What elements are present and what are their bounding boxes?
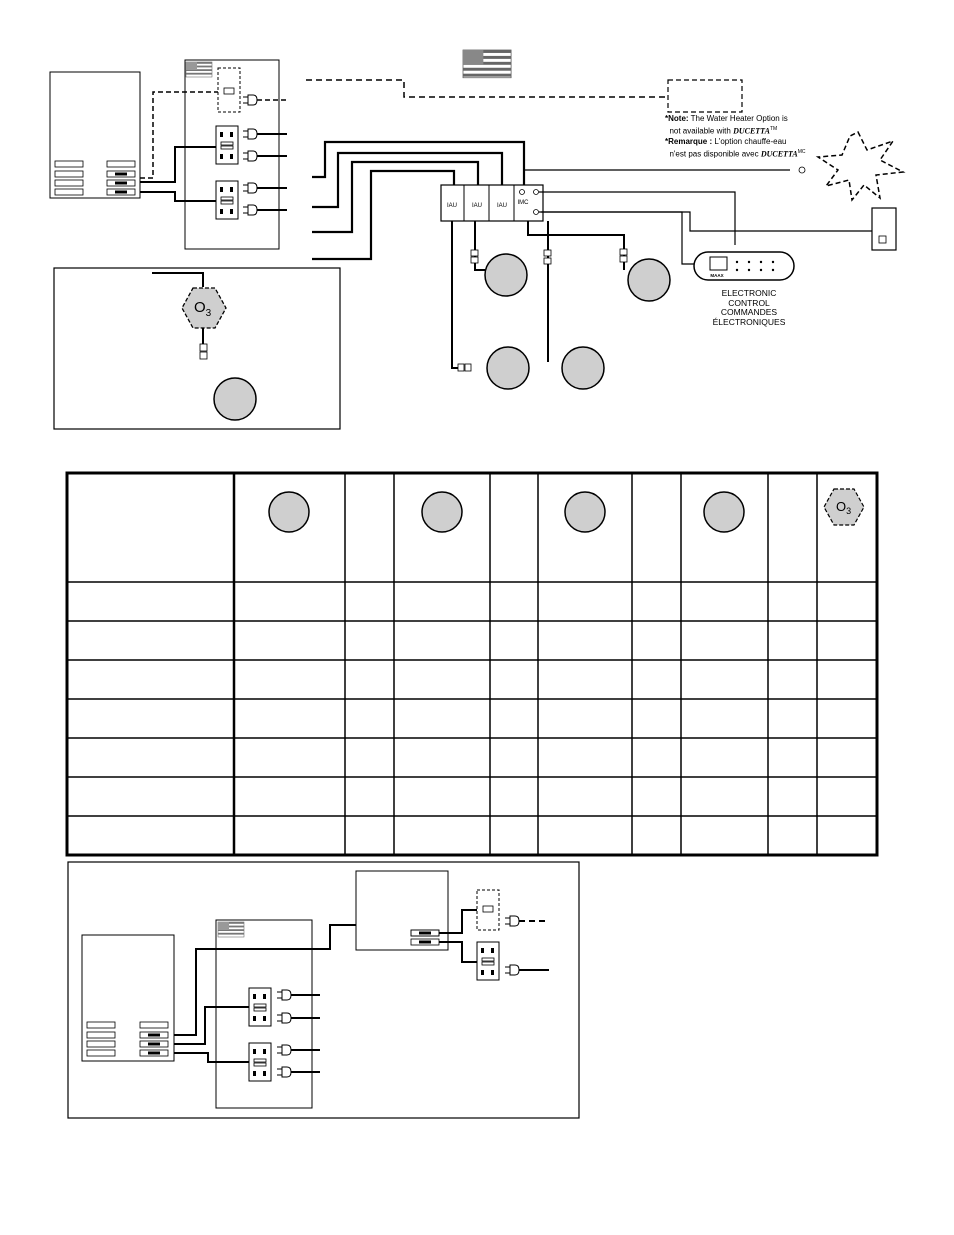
flag-icon-large [462, 49, 512, 79]
receptacle-1 [215, 125, 239, 165]
header-pump-icon-2 [421, 491, 463, 533]
secondary-receptacle-dashed [476, 889, 500, 931]
spec-table [65, 471, 879, 857]
alt-main-panel [81, 934, 175, 1062]
iau-label-3: IAU [497, 203, 507, 209]
light-line [524, 166, 806, 174]
table-grid [67, 473, 877, 855]
water-heater-receptacle [217, 67, 258, 113]
secondary-receptacle [476, 941, 500, 981]
brand-label: MAAX [710, 273, 723, 278]
ozone-hexagon-icon [181, 287, 227, 329]
feeders [140, 146, 216, 202]
iau-label-1: IAU [447, 203, 457, 209]
water-heater-box [667, 79, 743, 113]
electronic-control-keypad: MAAX [693, 251, 795, 281]
alt-flag-icon [217, 921, 245, 938]
water-heater-run [306, 79, 668, 98]
secondary-feeders [439, 909, 477, 963]
imc-wiring [539, 191, 872, 265]
header-pump-icon-3 [564, 491, 606, 533]
water-heater-note: *Note: The Water Heater Option is not av… [665, 114, 806, 159]
alt-receptacle-2 [248, 1042, 272, 1082]
flag-icon [185, 61, 213, 78]
alt-leads [291, 994, 320, 1073]
control-modules: IAU IAU IAU IMC [440, 184, 544, 222]
imc-label: IMC [518, 200, 530, 206]
pump-4 [561, 346, 605, 390]
alt-feeders [174, 924, 356, 1063]
header-pump-icon-1 [268, 491, 310, 533]
header-ozone-symbol: O3 [836, 499, 851, 516]
plug-leads [257, 133, 287, 211]
iau-label-2: IAU [472, 203, 482, 209]
main-panel [49, 71, 141, 199]
secondary-panel [355, 870, 449, 951]
connectors [457, 248, 628, 372]
receptacle-2 [215, 180, 239, 220]
electronic-control-label: ELECTRONIC CONTROL COMMANDES ÉLECTRONIQU… [712, 288, 786, 327]
main-panel-breakers [54, 160, 136, 196]
header-ozone-icon [823, 488, 865, 526]
light-starburst-icon [815, 130, 906, 202]
pump-1 [484, 253, 528, 297]
ozone-pump [213, 377, 257, 421]
pump-lines [451, 221, 625, 369]
pump-3 [486, 346, 530, 390]
water-heater-feed [140, 91, 218, 179]
header-pump-icon-4 [703, 491, 745, 533]
ozone-feed [152, 272, 204, 287]
ozone-symbol: O3 [194, 299, 212, 319]
alt-receptacle-1 [248, 987, 272, 1027]
pump-2 [627, 258, 671, 302]
alt-main-breakers [86, 1021, 169, 1057]
module-feeds [312, 140, 526, 261]
table-header-icons: O3 [268, 488, 865, 533]
water-heater-unit [871, 207, 897, 251]
